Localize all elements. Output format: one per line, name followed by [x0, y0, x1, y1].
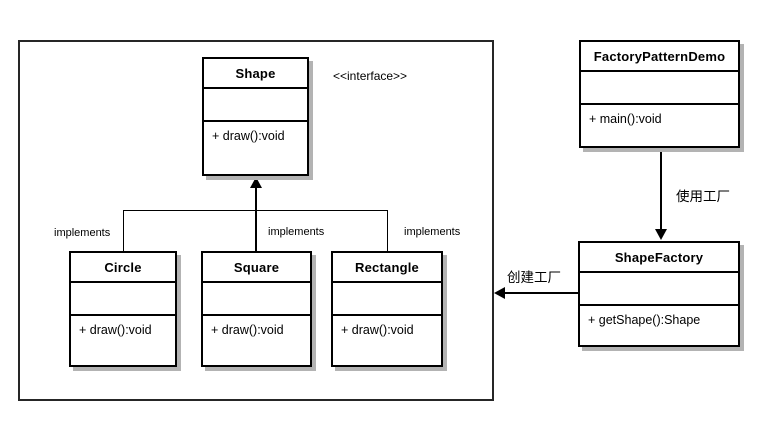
class-name-rectangle: Rectangle — [333, 253, 441, 283]
implements-label-middle: implements — [268, 226, 325, 238]
class-name-shape: Shape — [204, 59, 307, 89]
class-method-shape-factory: + getShape():Shape — [588, 313, 701, 327]
class-fields-rectangle — [333, 283, 441, 316]
implements-line-square — [255, 210, 257, 251]
class-fields-circle — [71, 283, 175, 316]
class-name-shape-factory: ShapeFactory — [580, 243, 738, 273]
class-box-rectangle[interactable]: Rectangle + draw():void — [331, 251, 443, 367]
class-fields-shape — [204, 89, 307, 122]
creates-factory-arrowhead-icon — [494, 287, 505, 299]
class-fields-shape-factory — [580, 273, 738, 306]
uses-factory-arrowhead-icon — [655, 229, 667, 240]
class-method-circle: + draw():void — [79, 323, 152, 337]
class-name-factory-pattern-demo: FactoryPatternDemo — [581, 42, 738, 72]
implements-label-right: implements — [404, 226, 461, 238]
class-box-square[interactable]: Square + draw():void — [201, 251, 312, 367]
creates-factory-line — [505, 292, 578, 294]
implements-trunk-line — [255, 187, 257, 210]
class-box-shape-factory[interactable]: ShapeFactory + getShape():Shape — [578, 241, 740, 347]
class-box-factory-pattern-demo[interactable]: FactoryPatternDemo + main():void — [579, 40, 740, 148]
system-boundary-rect — [18, 40, 494, 401]
class-method-factory-pattern-demo: + main():void — [589, 112, 662, 126]
uses-factory-label: 使用工厂 — [676, 189, 730, 204]
class-name-circle: Circle — [71, 253, 175, 283]
class-method-square: + draw():void — [211, 323, 284, 337]
class-box-shape[interactable]: Shape + draw():void — [202, 57, 309, 176]
uses-factory-line — [660, 148, 662, 229]
class-method-rectangle: + draw():void — [341, 323, 414, 337]
implements-label-left: implements — [54, 227, 111, 239]
class-method-shape: + draw():void — [212, 129, 285, 143]
interface-stereotype-label: <<interface>> — [333, 69, 408, 83]
creates-factory-label: 创建工厂 — [507, 270, 561, 285]
class-name-square: Square — [203, 253, 310, 283]
implements-line-rectangle — [387, 210, 388, 251]
implements-arrowhead-icon — [250, 177, 262, 188]
class-box-circle[interactable]: Circle + draw():void — [69, 251, 177, 367]
class-fields-square — [203, 283, 310, 316]
implements-line-circle — [123, 210, 124, 251]
class-fields-factory-pattern-demo — [581, 72, 738, 105]
